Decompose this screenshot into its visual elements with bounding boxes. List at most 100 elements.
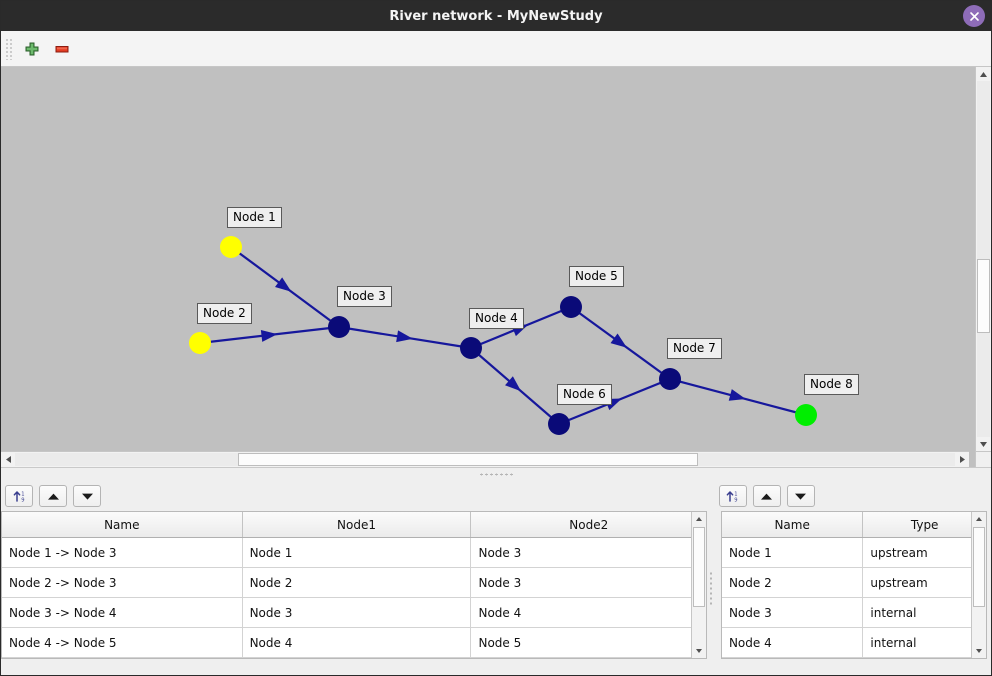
sort-ascending-icon[interactable]: 1 9 xyxy=(5,485,33,507)
table-cell[interactable] xyxy=(862,657,986,658)
branches-scroll-thumb[interactable] xyxy=(693,527,705,607)
table-cell[interactable]: Node 4 xyxy=(470,597,706,628)
table-cell[interactable]: Node 5 xyxy=(470,627,706,658)
delete-minus-icon[interactable] xyxy=(47,35,77,63)
arrow-down-icon[interactable] xyxy=(786,485,815,507)
column-header-node2[interactable]: Node2 xyxy=(470,512,706,538)
nodes-scroll-thumb[interactable] xyxy=(972,527,985,607)
table-cell[interactable]: Node 1 -> Node 3 xyxy=(2,537,243,568)
canvas-vscroll-thumb[interactable] xyxy=(977,259,990,333)
canvas-hscroll-track-left[interactable] xyxy=(15,453,238,466)
sort-ascending-icon[interactable]: 1 9 xyxy=(718,485,747,507)
node-label-node-7[interactable]: Node 7 xyxy=(667,338,722,359)
close-icon[interactable] xyxy=(963,5,985,27)
node-label-node-6[interactable]: Node 6 xyxy=(557,384,612,405)
table-cell[interactable]: Node 2 -> Node 3 xyxy=(2,567,243,598)
table-cell[interactable]: Node 3 xyxy=(470,537,706,568)
branches-toolbar: 1 9 xyxy=(1,481,707,511)
table-cell[interactable]: Node 2 xyxy=(721,567,864,598)
column-header-name[interactable]: Name xyxy=(2,512,243,538)
table-cell[interactable]: Node 1 xyxy=(242,537,472,568)
arrow-down-icon[interactable] xyxy=(73,485,101,507)
scroll-up-icon[interactable] xyxy=(692,512,706,526)
scroll-up-icon[interactable] xyxy=(976,67,991,81)
table-cell[interactable]: internal xyxy=(862,627,986,658)
column-header-type[interactable]: Type xyxy=(862,512,986,538)
canvas-vscroll-track-top[interactable] xyxy=(977,81,990,259)
table-cell[interactable]: Node 4 -> Node 5 xyxy=(2,627,243,658)
scroll-down-icon[interactable] xyxy=(971,644,986,658)
horizontal-splitter[interactable] xyxy=(1,467,991,481)
toolbar-drag-handle[interactable] xyxy=(5,37,13,60)
table-cell[interactable]: Node 4 xyxy=(242,627,472,658)
table-cell[interactable] xyxy=(721,657,864,658)
canvas-vscroll-track-bottom[interactable] xyxy=(977,333,990,437)
scroll-down-icon[interactable] xyxy=(692,644,706,658)
table-row-empty[interactable] xyxy=(721,657,986,658)
network-node-node-8[interactable] xyxy=(795,404,817,426)
network-graph[interactable]: Node 1 Node 2 Node 3 Node 4 Node 5 Node 6 Node… xyxy=(1,67,969,451)
scroll-left-icon[interactable] xyxy=(1,452,15,467)
node-label-node-5[interactable]: Node 5 xyxy=(569,266,624,287)
node-label-node-8[interactable]: Node 8 xyxy=(804,374,859,395)
scroll-right-icon[interactable] xyxy=(955,452,969,467)
table-cell[interactable]: Node 4 xyxy=(721,627,864,658)
network-node-node-4[interactable] xyxy=(460,337,482,359)
arrow-up-icon[interactable] xyxy=(39,485,67,507)
table-row-empty[interactable] xyxy=(2,657,706,658)
table-cell[interactable] xyxy=(470,657,706,658)
node-label-node-2[interactable]: Node 2 xyxy=(197,303,252,324)
table-cell[interactable] xyxy=(242,657,472,658)
table-cell[interactable]: Node 3 xyxy=(242,597,472,628)
canvas-horizontal-scrollbar[interactable] xyxy=(1,451,969,467)
edge-direction-arrow-icon xyxy=(505,376,522,392)
column-header-node1[interactable]: Node1 xyxy=(242,512,472,538)
network-node-node-2[interactable] xyxy=(189,332,211,354)
network-node-node-3[interactable] xyxy=(328,316,350,338)
network-node-node-5[interactable] xyxy=(560,296,582,318)
table-cell[interactable]: Node 3 -> Node 4 xyxy=(2,597,243,628)
table-cell[interactable]: upstream xyxy=(862,537,986,568)
network-node-node-1[interactable] xyxy=(220,236,242,258)
add-plus-icon[interactable] xyxy=(17,35,47,63)
column-header-name[interactable]: Name xyxy=(721,512,864,538)
node-label-node-1[interactable]: Node 1 xyxy=(227,207,282,228)
network-node-node-7[interactable] xyxy=(659,368,681,390)
canvas-hscroll-track-right[interactable] xyxy=(698,453,955,466)
table-cell[interactable] xyxy=(2,657,243,658)
table-cell[interactable]: Node 2 xyxy=(242,567,472,598)
canvas-vertical-scrollbar[interactable] xyxy=(975,67,991,451)
table-cell[interactable]: Node 3 xyxy=(721,597,864,628)
svg-text:1: 1 xyxy=(21,491,24,497)
arrow-up-icon[interactable] xyxy=(752,485,781,507)
node-label-node-4[interactable]: Node 4 xyxy=(469,308,524,329)
nodes-table-scrollbar[interactable] xyxy=(970,512,986,658)
scroll-down-icon[interactable] xyxy=(976,437,991,451)
vertical-splitter[interactable] xyxy=(707,481,715,675)
edge-direction-arrow-icon xyxy=(728,389,746,401)
branches-table-scrollbar[interactable] xyxy=(691,512,706,658)
scroll-up-icon[interactable] xyxy=(971,512,986,526)
table-cell[interactable]: Node 3 xyxy=(470,567,706,598)
network-node-node-6[interactable] xyxy=(548,413,570,435)
canvas-hscroll-thumb[interactable] xyxy=(238,453,698,466)
node-label-node-3[interactable]: Node 3 xyxy=(337,286,392,307)
table-cell[interactable]: Node 1 xyxy=(721,537,864,568)
table-cell[interactable]: internal xyxy=(862,597,986,628)
table-cell[interactable]: upstream xyxy=(862,567,986,598)
